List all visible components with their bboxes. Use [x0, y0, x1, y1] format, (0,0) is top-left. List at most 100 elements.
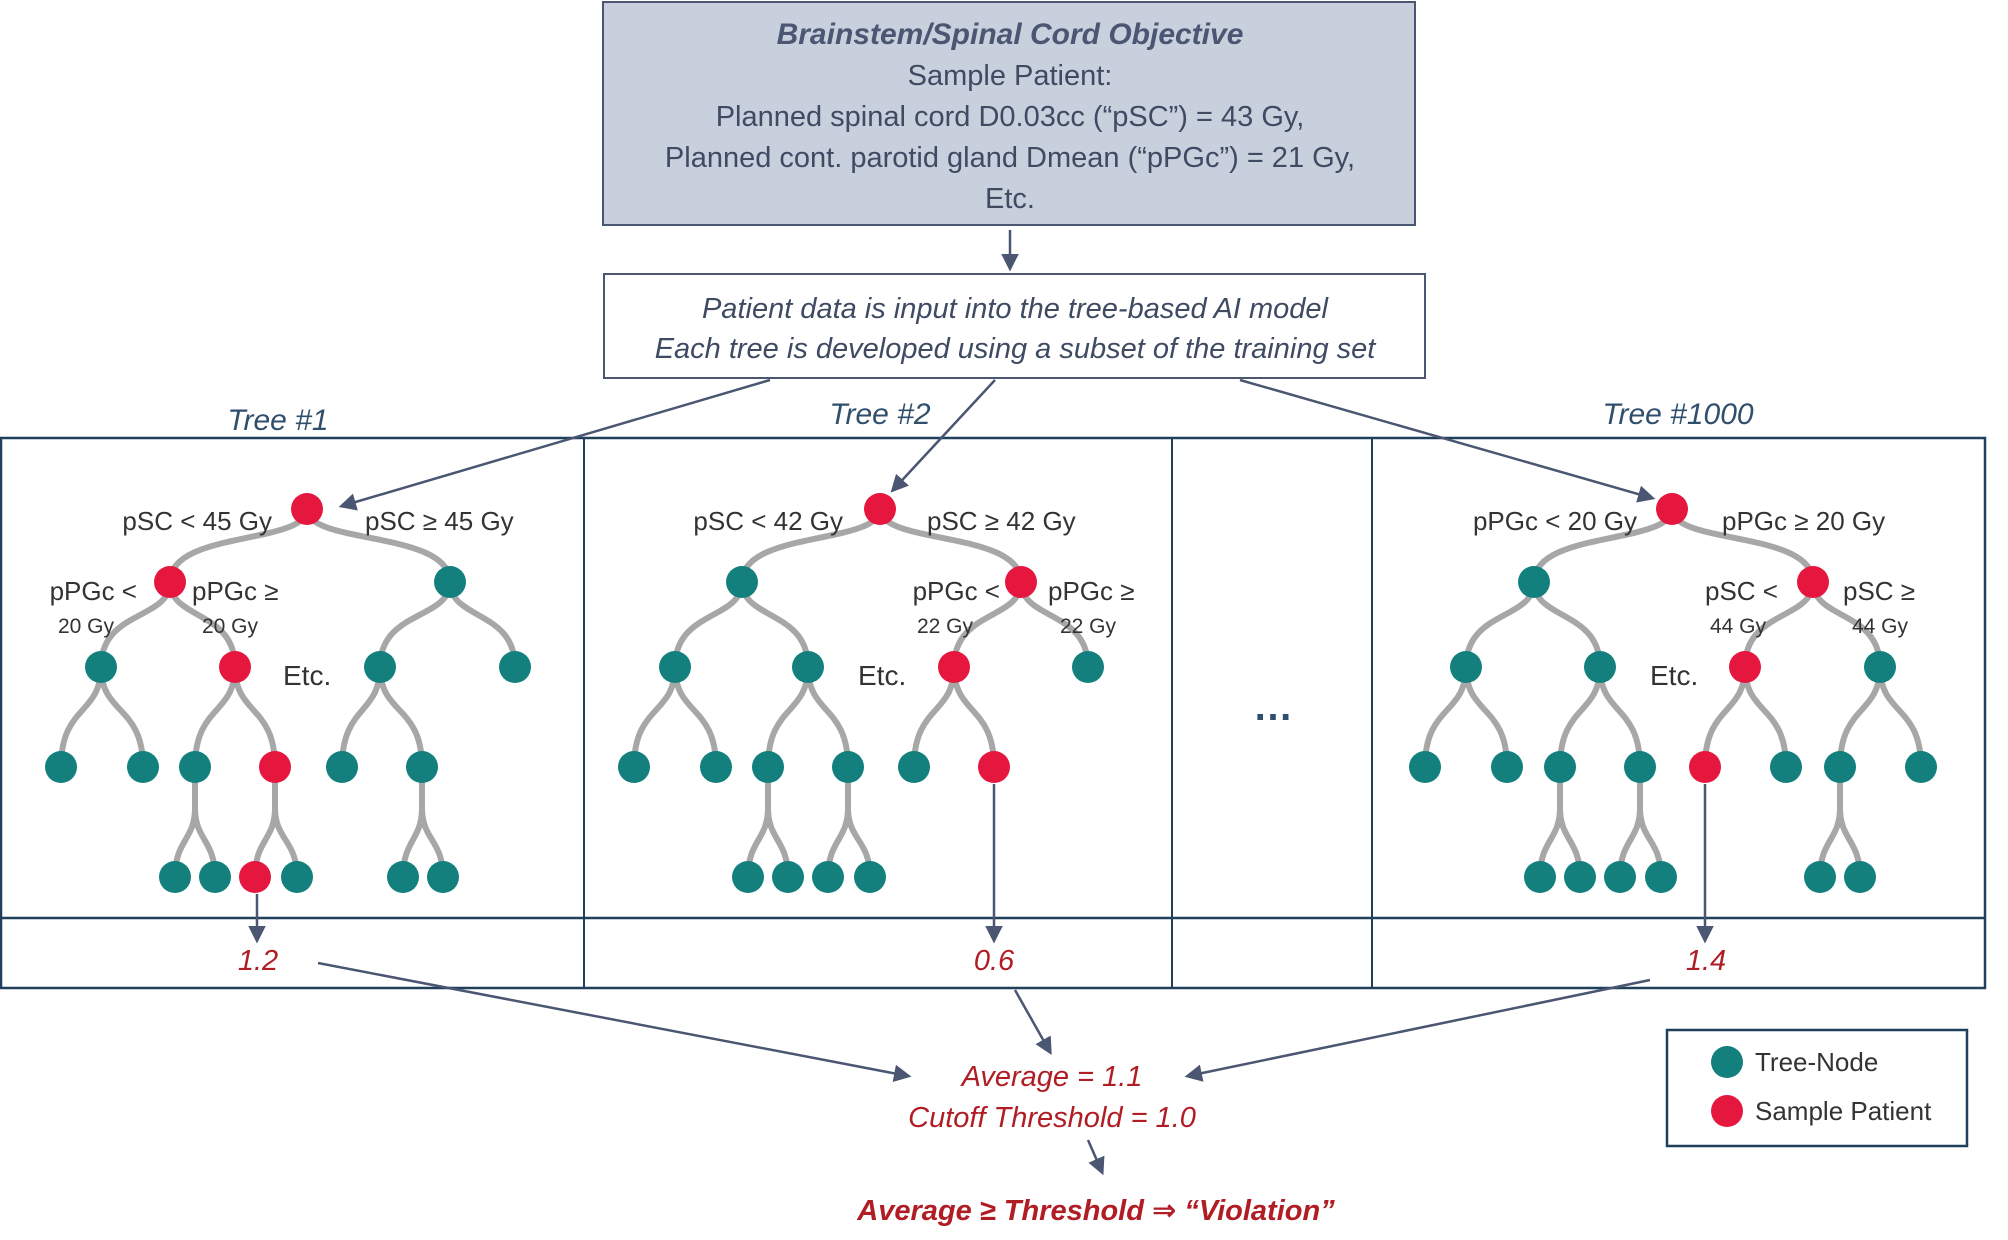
arrow-tree-2-to-average [1013, 989, 1052, 1056]
tree-1-node [364, 651, 396, 683]
tree-1-node [154, 566, 186, 598]
tree-2-node [700, 751, 732, 783]
model-info-line-1: Patient data is input into the tree-base… [702, 293, 1330, 325]
model-info-line-2: Each tree is developed using a subset of… [655, 333, 1378, 365]
tree-2-etc: Etc. [858, 660, 906, 691]
tree-1-node [179, 751, 211, 783]
tree-1-node [219, 651, 251, 683]
tree-1-split-left-threshold: 20 Gy [58, 615, 115, 638]
tree-1000-leaf-node [1804, 861, 1836, 893]
tree-1000-root-right-condition: pPGc ≥ 20 Gy [1722, 506, 1885, 536]
tree-1-leaf-node [239, 861, 271, 893]
tree-1-node [259, 751, 291, 783]
tree-1-node [85, 651, 117, 683]
tree-1000-node [1689, 751, 1721, 783]
tree-1-output-value: 1.2 [238, 945, 278, 977]
tree-1-leaf-node [199, 861, 231, 893]
tree-1000-node [1624, 751, 1656, 783]
tree-2: pSC < 42 Gy pSC ≥ 42 Gy pPGc < 22 Gy pPG… [618, 493, 1135, 893]
tree-2-node [752, 751, 784, 783]
legend: Tree-Node Sample Patient [1665, 1028, 1969, 1148]
tree-2-node [832, 751, 864, 783]
tree-2-output-value: 0.6 [974, 945, 1015, 977]
tree-1-leaf-node [281, 861, 313, 893]
tree-2-split-right-condition: pPGc ≥ [1048, 576, 1135, 606]
tree-1000-split-right-condition: pSC ≥ [1843, 576, 1915, 606]
tree-2-node [1072, 651, 1104, 683]
tree-1000-node [1797, 566, 1829, 598]
tree-1-label: Tree #1 [227, 404, 328, 437]
legend-sample-patient-label: Sample Patient [1755, 1096, 1932, 1126]
tree-1000-node [1544, 751, 1576, 783]
tree-1000-root-left-condition: pPGc < 20 Gy [1473, 506, 1637, 536]
tree-1-leaf-node [427, 861, 459, 893]
sample-patient-line: Sample Patient: [908, 60, 1113, 92]
tree-1000-node [1584, 651, 1616, 683]
tree-1000-node [1864, 651, 1896, 683]
tree-1-split-right-threshold: 20 Gy [202, 615, 259, 638]
planned-spinal-cord-line: Planned spinal cord D0.03cc (“pSC”) = 43… [716, 101, 1305, 133]
tree-2-node [978, 751, 1010, 783]
tree-2-node [726, 566, 758, 598]
tree-1-leaf-node [387, 861, 419, 893]
arrow-to-tree-1000 [1239, 378, 1656, 503]
tree-1-split-left-condition: pPGc < [50, 576, 137, 606]
tree-2-root-left-condition: pSC < 42 Gy [693, 506, 843, 536]
tree-2-edges [631, 506, 1091, 880]
tree-1000-leaf-node [1564, 861, 1596, 893]
average-value: Average = 1.1 [960, 1061, 1143, 1093]
legend-tree-node-marker [1711, 1046, 1743, 1078]
tree-1000-leaf-node [1844, 861, 1876, 893]
tree-1-node [45, 751, 77, 783]
cutoff-threshold: Cutoff Threshold = 1.0 [908, 1102, 1196, 1134]
tree-1000-edges [1422, 506, 1924, 880]
tree-1000-leaf-node [1645, 861, 1677, 893]
tree-2-node [1005, 566, 1037, 598]
tree-1-node [499, 651, 531, 683]
tree-2-leaf-node [854, 861, 886, 893]
planned-parotid-line: Planned cont. parotid gland Dmean (“pPGc… [665, 142, 1355, 174]
ellipsis: … [1253, 685, 1293, 729]
tree-1-root-left-condition: pSC < 45 Gy [122, 506, 272, 536]
tree-1-root-node [291, 493, 323, 525]
tree-1000-split-left-condition: pSC < [1705, 576, 1778, 606]
tree-1000-split-left-threshold: 44 Gy [1710, 615, 1767, 638]
tree-2-node [659, 651, 691, 683]
tree-2-leaf-node [812, 861, 844, 893]
tree-2-node [938, 651, 970, 683]
tree-1000-node [1450, 651, 1482, 683]
tree-2-node [792, 651, 824, 683]
tree-1000-node [1491, 751, 1523, 783]
tree-1000-output-value: 1.4 [1686, 945, 1726, 977]
tree-2-root-node [864, 493, 896, 525]
tree-1-leaf-node [159, 861, 191, 893]
tree-2-leaf-node [772, 861, 804, 893]
legend-sample-patient-marker [1711, 1095, 1743, 1127]
arrow-to-tree-1 [338, 378, 771, 511]
tree-2-root-right-condition: pSC ≥ 42 Gy [927, 506, 1076, 536]
tree-1000-split-right-threshold: 44 Gy [1852, 615, 1909, 638]
sample-patient-box: Brainstem/Spinal Cord Objective Sample P… [602, 1, 1416, 226]
tree-2-node [618, 751, 650, 783]
objective-title: Brainstem/Spinal Cord Objective [777, 18, 1244, 51]
tree-1: pSC < 45 Gy pSC ≥ 45 Gy pPGc < 20 Gy pPG… [45, 493, 531, 893]
tree-2-split-left-threshold: 22 Gy [917, 615, 974, 638]
arrow-tree-1000-to-average [1184, 978, 1651, 1082]
legend-tree-node-label: Tree-Node [1755, 1047, 1878, 1077]
tree-1000-etc: Etc. [1650, 660, 1698, 691]
etc-line: Etc. [985, 183, 1035, 215]
tree-1000-leaf-node [1524, 861, 1556, 893]
arrow-to-tree-2 [890, 379, 996, 493]
model-info-box: Patient data is input into the tree-base… [603, 273, 1426, 379]
tree-1-node [406, 751, 438, 783]
tree-1-edges [58, 506, 518, 880]
violation-conclusion: Average ≥ Threshold ⇒ “Violation” [856, 1195, 1335, 1227]
tree-1000-node [1905, 751, 1937, 783]
tree-1000-root-node [1656, 493, 1688, 525]
tree-1000-node [1770, 751, 1802, 783]
tree-2-split-right-threshold: 22 Gy [1060, 615, 1117, 638]
tree-1-etc: Etc. [283, 660, 331, 691]
tree-1-node [326, 751, 358, 783]
tree-1000-label: Tree #1000 [1602, 398, 1754, 431]
